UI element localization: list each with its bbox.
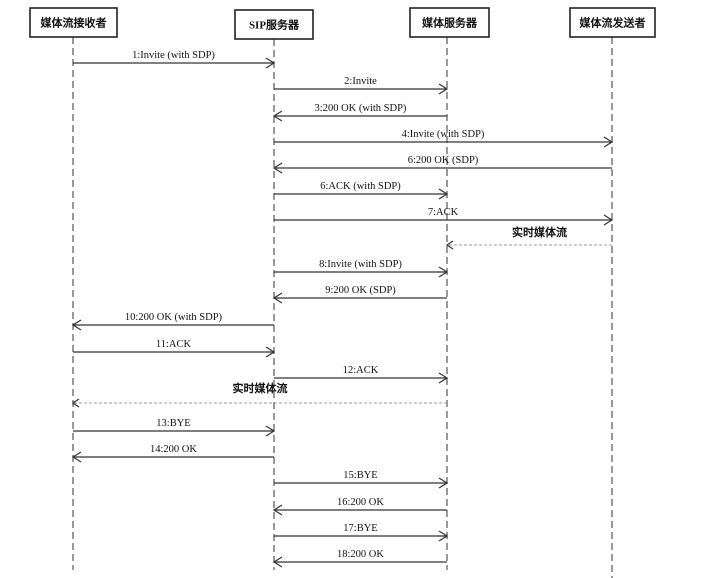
arrowhead-icon — [265, 346, 276, 358]
actor-box-sender — [569, 7, 656, 38]
actor-box-sip — [234, 9, 314, 40]
message-label: 11:ACK — [156, 339, 192, 350]
actor-label-media: 媒体服务器 — [421, 16, 478, 30]
message-label: 9:200 OK (SDP) — [325, 285, 396, 296]
message-label: 14:200 OK — [150, 444, 197, 455]
message-label: 7:ACK — [428, 207, 459, 218]
arrowhead-icon — [438, 530, 449, 542]
actor-label-receiver: 媒体流接收者 — [40, 16, 107, 30]
arrowhead-icon — [603, 214, 614, 226]
arrowhead-icon — [272, 162, 283, 174]
message-label: 8:Invite (with SDP) — [319, 259, 402, 270]
message-label: 3:200 OK (with SDP) — [315, 103, 407, 114]
arrowhead-icon — [272, 292, 283, 304]
actor-label-sip: SIP服务器 — [249, 18, 300, 32]
message-label: 6:ACK (with SDP) — [320, 181, 401, 192]
arrowhead-icon — [438, 372, 449, 384]
arrowhead-icon — [438, 266, 449, 278]
actor-box-media — [409, 7, 490, 38]
message-label: 1:Invite (with SDP) — [132, 50, 215, 61]
arrowhead-icon — [71, 451, 82, 463]
arrowhead-icon — [603, 136, 614, 148]
message-label: 13:BYE — [156, 418, 190, 429]
arrowhead-icon — [71, 398, 80, 408]
arrowhead-icon — [438, 83, 449, 95]
media-stream-label: 实时媒体流 — [512, 225, 567, 239]
message-label: 17:BYE — [343, 523, 377, 534]
message-label: 2:Invite — [344, 76, 377, 87]
message-label: 18:200 OK — [337, 549, 384, 560]
actor-label-sender: 媒体流发送者 — [579, 16, 646, 30]
message-label: 16:200 OK — [337, 497, 384, 508]
arrowhead-icon — [272, 110, 283, 122]
message-label: 4:Invite (with SDP) — [402, 129, 485, 140]
message-label: 10:200 OK (with SDP) — [125, 312, 223, 323]
message-label: 12:ACK — [343, 365, 379, 376]
arrowhead-icon — [272, 556, 283, 568]
arrowhead-icon — [265, 57, 276, 69]
arrowhead-icon — [438, 477, 449, 489]
message-label: 15:BYE — [343, 470, 377, 481]
arrowhead-icon — [438, 188, 449, 200]
arrowhead-icon — [272, 504, 283, 516]
message-label: 6:200 OK (SDP) — [408, 155, 479, 166]
media-stream-label: 实时媒体流 — [233, 381, 288, 395]
arrowhead-icon — [71, 319, 82, 331]
arrowhead-icon — [445, 240, 454, 250]
arrowhead-icon — [265, 425, 276, 437]
actor-box-receiver — [29, 7, 118, 38]
